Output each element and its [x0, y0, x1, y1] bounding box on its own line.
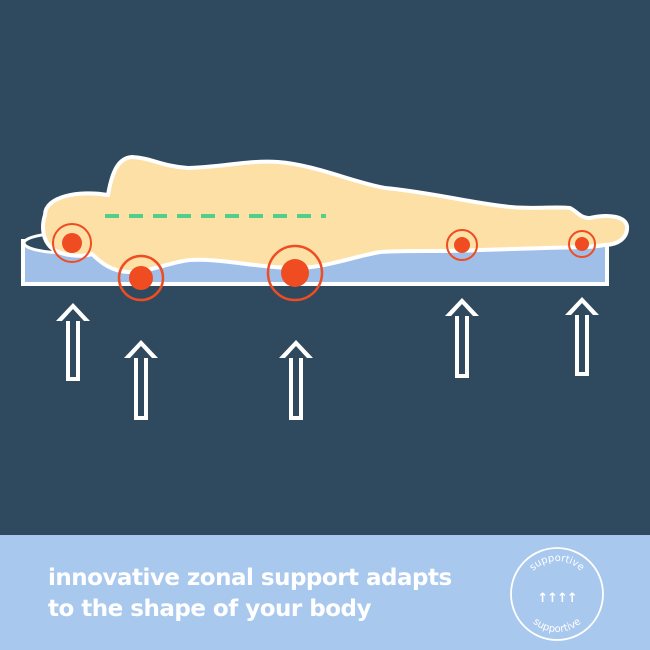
- pressure-point-hip: [266, 244, 324, 302]
- caption-band: innovative zonal support adapts to the s…: [0, 535, 650, 650]
- up-arrow-icon: [62, 309, 84, 377]
- up-arrow-icon: [285, 346, 307, 416]
- up-arrow-icon: [571, 303, 593, 372]
- badge-arrows: ↑↑↑↑: [537, 591, 577, 606]
- tagline: innovative zonal support adapts to the s…: [48, 563, 488, 625]
- badge-bottom-text: supportive: [531, 616, 583, 635]
- tagline-line-2: to the shape of your body: [48, 596, 372, 622]
- pressure-point-head: [52, 223, 92, 263]
- badge-top-text: supportive: [528, 553, 586, 573]
- pressure-point-shoulder: [117, 254, 165, 302]
- supportive-badge: supportive ↑↑↑↑ supportive: [510, 547, 604, 641]
- pressure-point-feet: [568, 230, 596, 258]
- up-arrow-icon: [451, 304, 473, 374]
- pressure-point-knee: [446, 229, 478, 261]
- mattress-illustration: [21, 155, 630, 420]
- tagline-line-1: innovative zonal support adapts: [48, 565, 452, 591]
- up-arrow-icon: [130, 346, 152, 416]
